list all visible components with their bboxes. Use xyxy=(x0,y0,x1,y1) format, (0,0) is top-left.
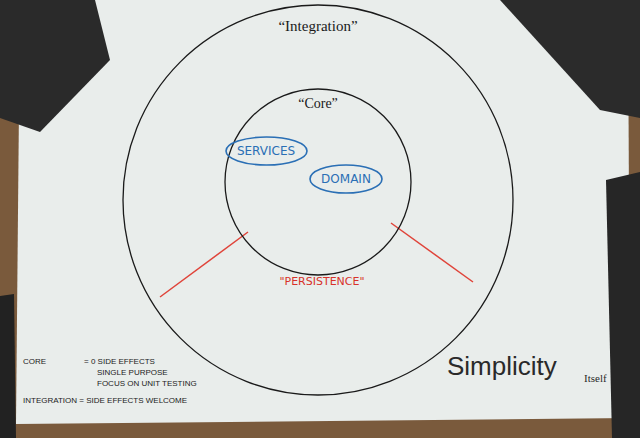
note-term: CORE xyxy=(23,358,46,367)
integration-ring: “Integration” “Core” SERVICESDOMAIN xyxy=(122,4,514,396)
core-circle: “Core” SERVICESDOMAIN xyxy=(224,88,412,276)
binder xyxy=(606,172,640,438)
circle-line xyxy=(123,5,513,395)
domain-ellipse: DOMAIN xyxy=(309,164,383,194)
note-text: = 0 SIDE EFFECTS xyxy=(84,358,155,367)
ellipse-line xyxy=(226,137,307,165)
poster-title: Simplicity xyxy=(447,352,557,381)
node-label: DOMAIN xyxy=(309,172,383,186)
ellipse-line xyxy=(310,165,382,193)
node-label: SERVICES xyxy=(225,144,308,158)
circle-outline xyxy=(224,88,412,276)
poster-subtitle: Itself xyxy=(584,372,607,384)
paper-sheet xyxy=(16,0,630,424)
note-text: SINGLE PURPOSE xyxy=(97,369,168,378)
binder xyxy=(500,0,640,118)
services-ellipse: SERVICES xyxy=(225,136,308,166)
persistence-divider xyxy=(391,223,473,282)
region-label: "PERSISTENCE" xyxy=(279,276,364,288)
circle-line xyxy=(225,89,411,275)
circle-outline xyxy=(122,4,514,396)
note-text: INTEGRATION = SIDE EFFECTS WELCOME xyxy=(23,397,187,406)
note-text: FOCUS ON UNIT TESTING xyxy=(97,380,197,389)
binder xyxy=(0,0,110,132)
node-label: “Core” xyxy=(224,96,412,112)
binder xyxy=(0,294,16,438)
node-label: “Integration” xyxy=(122,18,514,35)
persistence-divider xyxy=(160,232,248,297)
